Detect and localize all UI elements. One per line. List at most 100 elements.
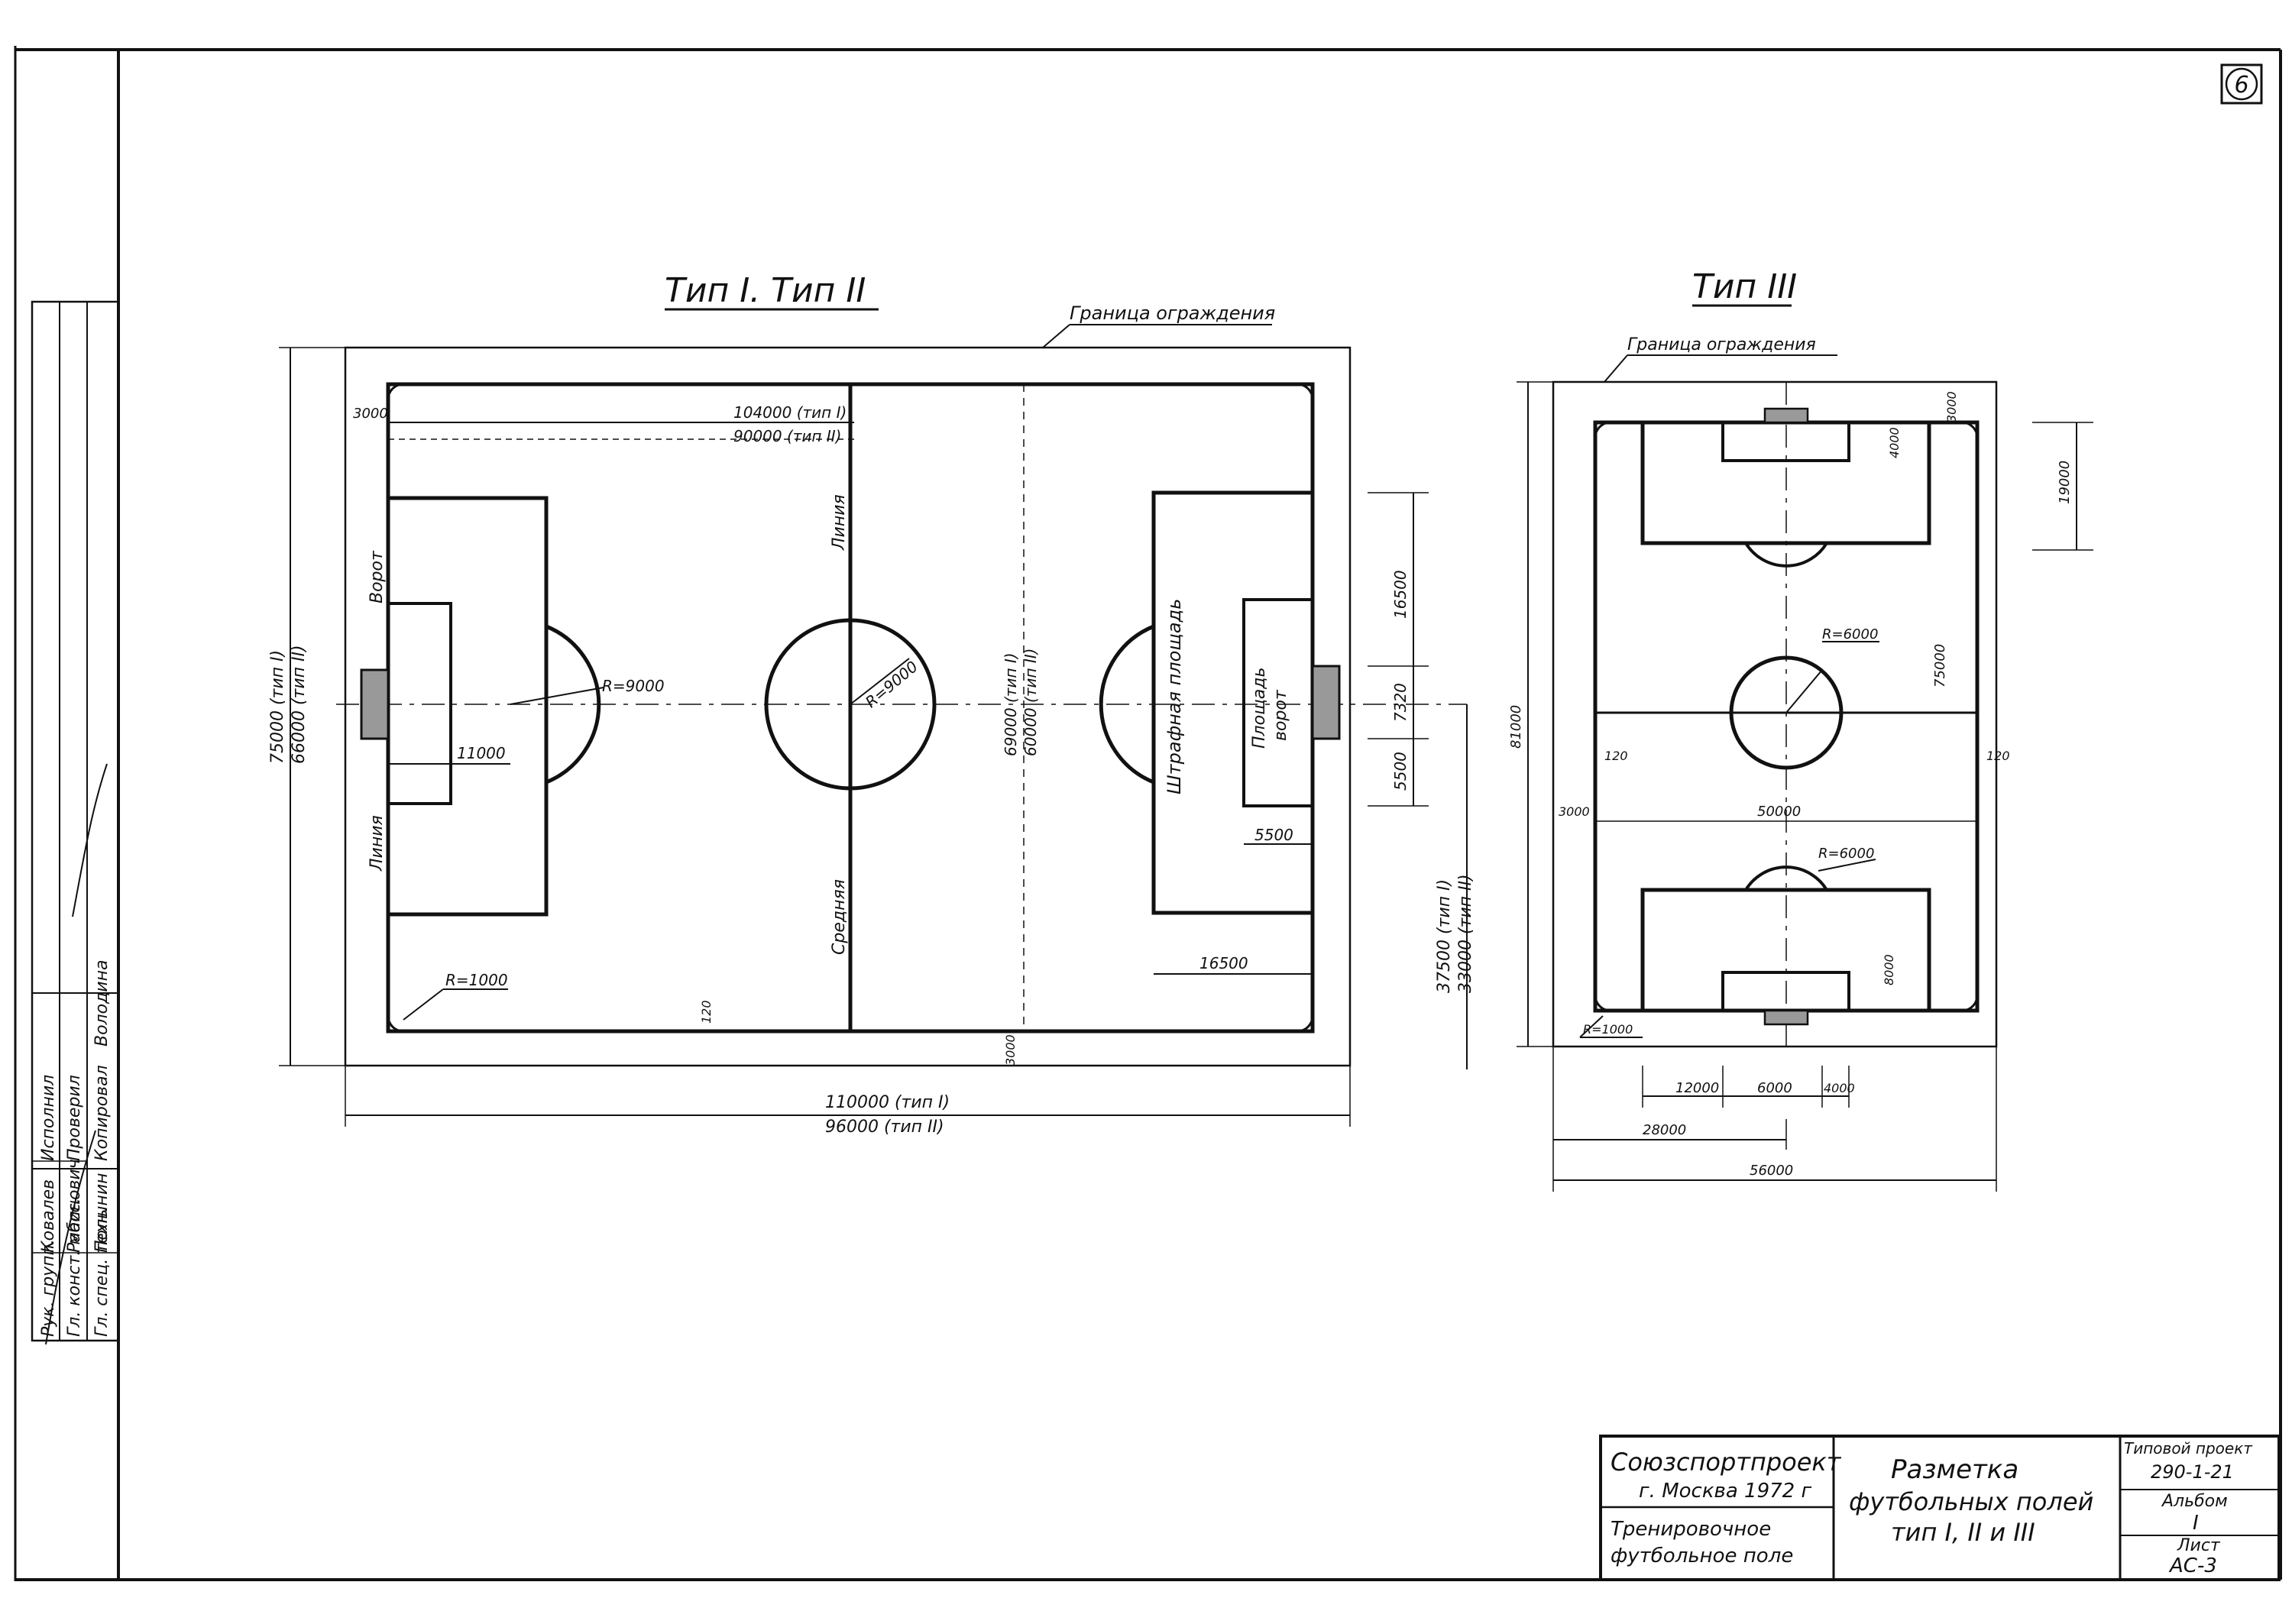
field-b-fence [1552, 380, 1998, 1048]
title-name-2: футбольных полей [1849, 1487, 2093, 1516]
signature-scribble-2 [72, 763, 108, 917]
field-a-corner-3000: 3000 [353, 406, 388, 422]
field-a-right-penalty-arc [1099, 624, 1154, 785]
field-a-fence-label: Граница ограждения [1070, 302, 1275, 324]
sheet-frame [14, 46, 2282, 1581]
field-b-title: Тип III [1692, 267, 1797, 306]
field-b-bottom-goal [1763, 1009, 1809, 1026]
stamp-role-3: Гл. спец. техн. [92, 1207, 112, 1337]
field-b-width: 50000 [1757, 804, 1801, 820]
approval-stamp: Рук. групп. Ковалев Исполнил Гл. конст. … [31, 300, 120, 1345]
title-org-city: г. Москва 1972 г [1639, 1480, 1811, 1503]
field-b-side-3000: 3000 [1944, 391, 1959, 422]
stamp-role-2: Гл. конст. масс. [65, 1198, 84, 1337]
title-project-label: Типовой проект [2124, 1439, 2253, 1457]
field-a-corner-arc-tl [387, 383, 404, 400]
stamp-person2-3: Володина [92, 960, 112, 1047]
field-a-goal-area-width: 5500 [1391, 752, 1410, 791]
field-b-dim-56000: 56000 [1750, 1163, 1793, 1179]
fence-leader [1042, 324, 1070, 348]
title-album-label: Альбом [2161, 1492, 2228, 1511]
field-b-arc-radius: R=6000 [1818, 846, 1874, 862]
field-b-goal-area-depth: 4000 [1887, 427, 1902, 458]
field-a-width-type1: 104000 (тип I) [733, 403, 847, 422]
field-a-goal-width: 7320 [1391, 683, 1410, 722]
field-b-side-120-r: 120 [1986, 749, 2010, 763]
field-a-label-srednyaya: Средняя [830, 879, 849, 955]
field-b-inner-height: 75000 [1932, 644, 1948, 687]
field-b-corner-radius: R=1000 [1583, 1022, 1633, 1037]
title-block: Союзспортпроект г. Москва 1972 г Трениро… [1599, 1435, 2281, 1581]
field-a-half-height-type2: 33000 (тип II) [1456, 874, 1475, 993]
field-a-length-type2: 96000 (тип II) [825, 1118, 944, 1137]
field-a-corner-radius: R=1000 [445, 971, 508, 989]
field-a-corner-arc-bl [387, 1015, 404, 1033]
field-a-penalty-depth: 16500 [1199, 954, 1248, 972]
field-a-penalty-radius: R=9000 [602, 677, 665, 695]
field-b-dim-4000: 4000 [1824, 1081, 1855, 1095]
field-a-width-type2: 90000 (тип II) [733, 427, 841, 445]
field-a-fence [344, 346, 1352, 1067]
field-b-spot-8000: 8000 [1882, 954, 1896, 985]
field-a-right-goal [1311, 665, 1341, 740]
field-a-label-liniya-mid: Линия [830, 494, 849, 551]
title-project-number: 290-1-21 [2151, 1461, 2234, 1483]
field-a-title: Тип I. Тип II [665, 271, 866, 310]
field-a-height-type1: 75000 (тип I) [268, 650, 287, 764]
field-b-center-radius: R=6000 [1822, 626, 1878, 642]
field-a-length-type1: 110000 (тип I) [825, 1093, 950, 1112]
field-b-dim-6000: 6000 [1757, 1080, 1792, 1096]
field-a-label-goal-area-2: ворот [1271, 689, 1290, 741]
signature-scribble [45, 1130, 96, 1345]
field-a-penalty-spot-dim: 11000 [457, 744, 506, 762]
field-b-left-3000: 3000 [1559, 804, 1590, 819]
field-a-inner-height-type1: 69000 (тип I) [1002, 652, 1020, 756]
field-a-left-penalty-arc [545, 624, 601, 785]
field-b-dim-28000: 28000 [1643, 1122, 1686, 1138]
field-b-side-120-l: 120 [1604, 749, 1628, 763]
field-a-goal-area-depth: 5500 [1254, 826, 1293, 844]
field-type-3: Тип III Граница ограждения R=6000 4000 3… [1508, 267, 2093, 1192]
field-a-label-penalty-area: Штрафная площадь [1164, 599, 1185, 794]
field-a-penalty-width: 16500 [1391, 570, 1410, 619]
field-type-1-2: Тип I. Тип II Граница ограждения R=9000 … [268, 271, 1475, 1137]
field-a-corner-arc-br [1297, 1015, 1314, 1033]
title-object-2: футбольное поле [1611, 1545, 1793, 1567]
field-a-corner-arc-tr [1297, 383, 1314, 400]
field-a-half-height-type1: 37500 (тип I) [1435, 879, 1454, 993]
sheet-number-badge: 6 [2220, 63, 2263, 105]
title-sheet-number: АС-3 [2168, 1554, 2217, 1577]
field-a-left-goal-area [387, 602, 452, 805]
field-b-top-goal [1763, 407, 1809, 424]
field-b-bottom-penalty-arc [1744, 865, 1828, 891]
field-a-label-liniya-left: Линия [367, 815, 387, 872]
field-b-center-circle [1729, 655, 1844, 770]
field-b-top-penalty-arc [1744, 542, 1828, 568]
field-a-left-goal [360, 668, 390, 740]
field-a-bottom-3000: 3000 [1003, 1034, 1018, 1066]
title-object-1: Тренировочное [1611, 1518, 1771, 1541]
field-a-left-penalty-area [386, 496, 549, 917]
field-b-height: 81000 [1508, 705, 1524, 749]
field-b-penalty-depth: 19000 [2057, 461, 2073, 504]
field-a-inner-height-type2: 60000 (тип II) [1021, 649, 1040, 756]
title-sheet-label: Лист [2177, 1536, 2221, 1555]
title-name-1: Разметка [1891, 1454, 2018, 1485]
field-a-label-vorot: Ворот [367, 550, 387, 603]
stamp-role2-1: Исполнил [39, 1075, 58, 1161]
sheet-number: 6 [2234, 72, 2248, 99]
title-name-3: тип I, II и III [1891, 1518, 2035, 1547]
field-a-height-type2: 66000 (тип II) [290, 645, 309, 764]
stamp-person-3: Полынин [92, 1173, 112, 1254]
field-a-center-radius: R=9000 [862, 657, 921, 711]
field-a-line-width: 120 [699, 1000, 714, 1024]
title-org: Союзспортпроект [1611, 1448, 1842, 1477]
title-album-number: I [2193, 1512, 2199, 1535]
stamp-role2-3: Копировал [92, 1065, 112, 1161]
field-b-dim-12000: 12000 [1675, 1080, 1719, 1096]
stamp-role2-2: Проверил [65, 1075, 84, 1161]
field-a-label-goal-area-1: Площадь [1250, 668, 1269, 749]
stamp-role-1: Рук. групп. [39, 1239, 58, 1337]
stamp-person-1: Ковалев [39, 1179, 58, 1253]
